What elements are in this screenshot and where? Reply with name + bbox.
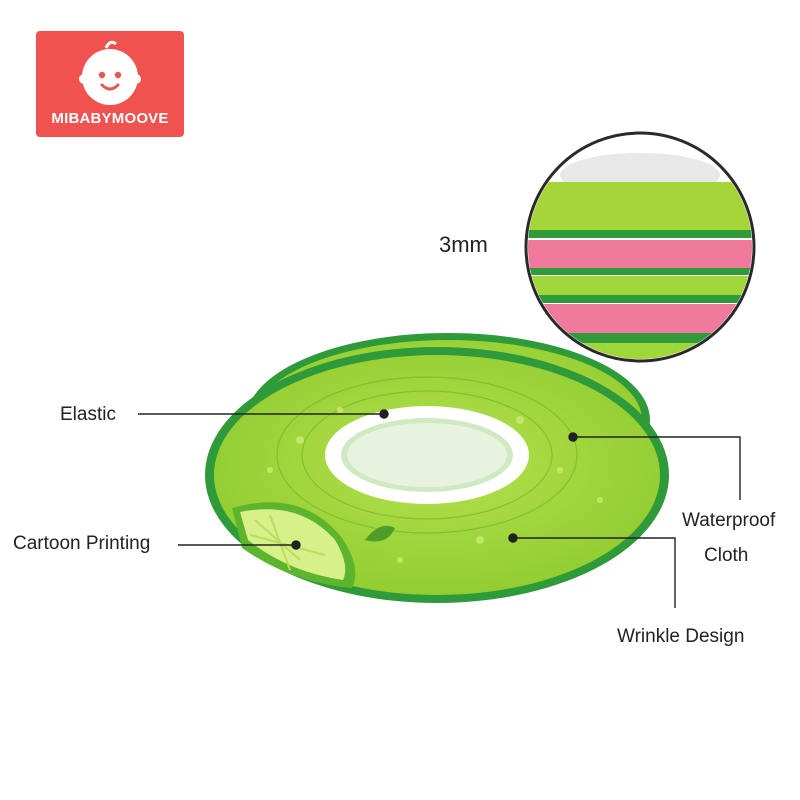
brand-name: MIBABYMOOVE <box>51 110 169 127</box>
waterproof-label-line1: Waterproof <box>682 510 776 531</box>
zoom-inset <box>524 131 756 363</box>
waterproof-label-line2: Cloth <box>704 545 749 566</box>
thickness-label: 3mm <box>439 232 488 257</box>
wrinkle-design-label: Wrinkle Design <box>617 626 745 647</box>
elastic-label: Elastic <box>60 404 116 425</box>
callout-lines <box>138 409 741 608</box>
brand-logo: MIBABYMOOVE <box>36 31 184 137</box>
front-shower-cap <box>205 347 669 603</box>
cartoon-printing-label: Cartoon Printing <box>13 533 151 554</box>
baby-face-icon <box>79 40 141 105</box>
